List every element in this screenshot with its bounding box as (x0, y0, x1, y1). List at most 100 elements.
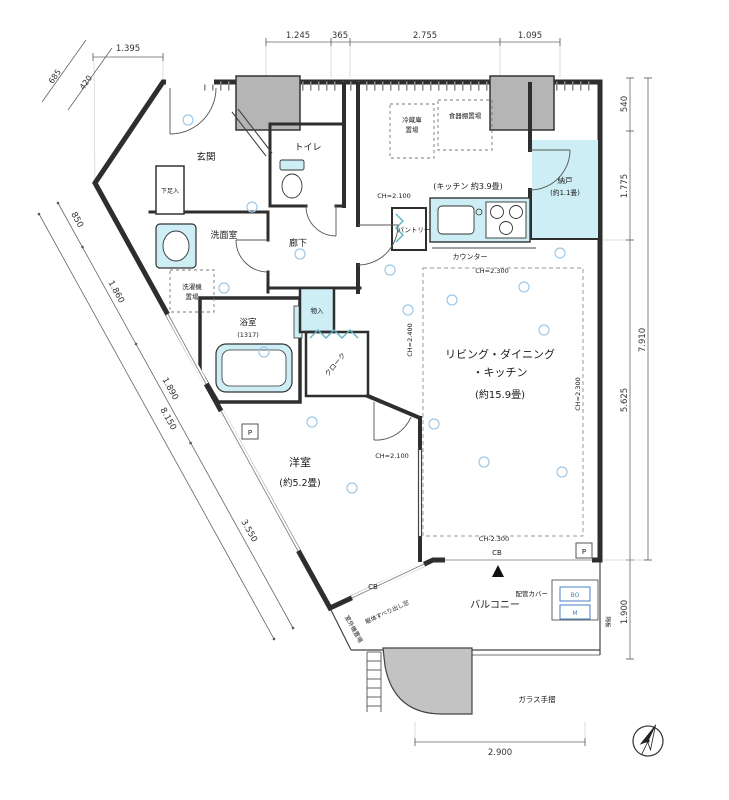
interior-walls (148, 82, 602, 562)
washroom-fixtures (155, 223, 215, 313)
room-label-nando-size: (約1.1畳) (550, 188, 580, 197)
entrance-step-lines (231, 108, 273, 157)
ch-label-kitchen: CH=2.100 (377, 192, 410, 200)
dimension-line-bottom: 2.900 (414, 722, 586, 758)
dim-right-540: 540 (620, 96, 630, 112)
room-label-ldk-1: リビング・ダイニング (445, 347, 555, 361)
cloak-box (304, 330, 370, 398)
dim-top-left: 1.395 (116, 44, 140, 54)
p-label-bedroom: P (248, 429, 252, 437)
shoebox-cabinet (155, 165, 185, 215)
storage-mono-ire-box (298, 286, 336, 334)
dimension-diagonal-small: 685 420 (41, 39, 113, 111)
dim-right-1775: 1.775 (620, 174, 630, 198)
room-label-cloak: クローク (323, 351, 347, 378)
ch-label-ldk-bottom: CH-2.300 (479, 535, 509, 543)
room-label-genkan: 玄関 (196, 151, 215, 163)
toilet-bowl (281, 173, 303, 199)
dim-left-1860: 1.860 (105, 279, 126, 305)
balcony-area (329, 560, 601, 715)
slide-window-label: 躯体すべり出し窓 (364, 599, 411, 626)
dim-top-3: 2.755 (413, 31, 437, 41)
dim-top-4: 1.095 (518, 31, 542, 41)
room-label-cupboard: 食器棚置場 (449, 111, 482, 120)
compass-icon (632, 724, 664, 757)
partition-label: 隔板 (604, 616, 612, 628)
room-label-fridge-1: 冷蔵庫 (402, 115, 422, 124)
room-label-counter: カウンター (453, 252, 488, 261)
dimension-lines-right: 540 1.775 5.625 1.900 7.910 (602, 77, 652, 660)
ch-label-bedroom: CH=2.100 (375, 452, 408, 460)
pipe-cover-label: 配管カバー (516, 589, 549, 598)
dim-right-5625: 5.625 (620, 388, 630, 412)
pipe-cover-box (551, 579, 599, 621)
room-label-hallway: 廊下 (289, 237, 307, 249)
room-label-toilet: トイレ (294, 143, 321, 153)
room-label-shoebox: 下足入 (161, 188, 179, 195)
room-label-washer-2: 置場 (186, 292, 200, 301)
room-label-washer-1: 洗濯機 (182, 282, 202, 291)
pipe-marker-triangle (492, 565, 504, 577)
dim-right-total: 7.910 (638, 328, 648, 352)
dim-top-1: 1.245 (286, 31, 310, 41)
ch-label-ldk-right: CH=2.300 (574, 377, 582, 410)
room-label-pantry: パントリー (398, 226, 431, 234)
cb-label-center: CB (492, 549, 502, 557)
pantry-accordion-door (395, 213, 404, 243)
ceiling-height-labels: CH=2.100 CH=2.300 CH=2.400 CH=2.300 CH=2… (375, 192, 582, 543)
fridge-space (389, 103, 435, 159)
ch-label-ldk-left: CH=2.400 (406, 323, 414, 356)
m-label: M (572, 610, 577, 617)
toilet-tank (279, 159, 305, 171)
room-label-bath-size: (1317) (237, 331, 259, 339)
symbol-circles (182, 114, 568, 494)
outer-walls (92, 79, 603, 612)
dimension-lines-top: 1.245 365 2.755 1.095 (265, 31, 561, 78)
door-swings (166, 79, 571, 441)
evacuation-ladder-icon (366, 651, 382, 712)
meter-box-2 (559, 604, 591, 620)
dim-left-1890: 1.890 (159, 376, 180, 402)
cupboard-space (437, 99, 493, 151)
room-label-washroom: 洗面室 (210, 229, 237, 241)
room-label-kitchen: (キッチン 約3.9畳) (433, 181, 503, 191)
dim-diag-685: 685 (47, 68, 63, 86)
room-label-ldk-size: (約15.9畳) (475, 388, 525, 401)
room-label-ldk-2: ・キッチン (473, 366, 528, 379)
dimension-top-left: 1.395 (92, 44, 164, 182)
bathroom-unit (198, 296, 303, 404)
kitchen-sink (437, 205, 475, 235)
cb-label-left: CB (368, 583, 378, 591)
bo-label: BO (571, 592, 580, 599)
dim-right-1900: 1.900 (620, 600, 630, 624)
p-label-balcony: P (582, 548, 586, 556)
balcony-round-mass (382, 647, 473, 715)
p-box-balcony (575, 542, 593, 559)
windows (165, 312, 592, 601)
room-label-bedroom-size: (約5.2畳) (279, 477, 321, 489)
room-label-bath: 浴室 (239, 317, 257, 328)
pillar-right (489, 75, 555, 131)
nando-floor (532, 140, 598, 238)
pillar-left (235, 75, 301, 131)
p-box-bedroom (241, 423, 259, 440)
room-label-bedroom: 洋室 (289, 455, 311, 469)
dim-left-total: 8.150 (157, 406, 178, 432)
washer-space (169, 269, 215, 313)
ch-label-ldk-top: CH=2.300 (475, 267, 508, 275)
kitchen-fixtures (389, 99, 536, 251)
dim-bottom: 2.900 (488, 748, 512, 758)
room-labels: 玄関 トイレ 洗面室 廊下 浴室 (1317) 物入 クローク 洋室 (約5.2… (161, 111, 580, 611)
toilet-fixtures (279, 159, 305, 199)
glass-rail-label: ガラス手摺 (518, 694, 555, 704)
cloak-accordion-door (309, 329, 359, 339)
meter-box-1 (559, 586, 591, 602)
stove (485, 201, 527, 239)
dim-left-3550: 3.550 (238, 518, 259, 544)
ldk-ceiling-zone (422, 267, 584, 537)
dim-top-2: 365 (332, 31, 348, 41)
room-label-nando: 納戸 (558, 175, 573, 185)
room-label-mono-ire: 物入 (311, 306, 325, 315)
room-label-balcony: バルコニー (470, 599, 520, 611)
